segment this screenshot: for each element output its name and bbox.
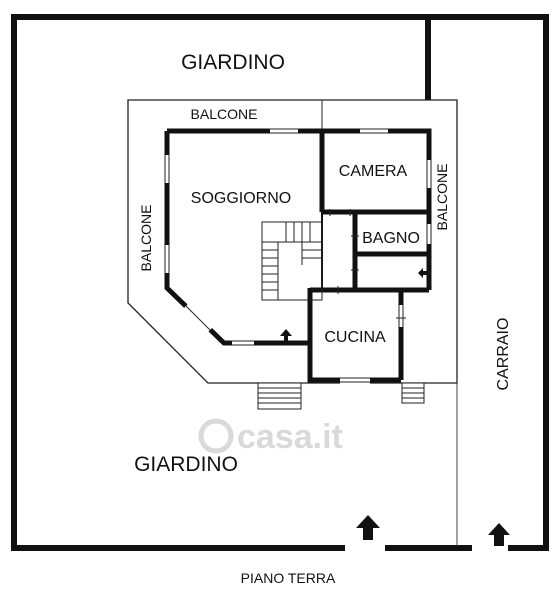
front-steps bbox=[257, 382, 302, 410]
label-garden-bottom: GIARDINO bbox=[134, 453, 238, 476]
property-boundary bbox=[11, 14, 549, 551]
label-floor: PIANO TERRA bbox=[241, 570, 336, 586]
door-ticks bbox=[329, 209, 406, 319]
label-garden-top: GIARDINO bbox=[181, 51, 285, 74]
label-bedroom: CAMERA bbox=[339, 163, 408, 180]
label-kitchen: CUCINA bbox=[324, 329, 386, 346]
windows bbox=[163, 127, 433, 384]
label-living-room: SOGGIORNO bbox=[191, 190, 291, 207]
label-balcony-top: BALCONE bbox=[191, 106, 258, 122]
internal-staircase bbox=[261, 221, 323, 301]
label-balcony-right: BALCONE bbox=[434, 164, 450, 231]
watermark-text: casa.it bbox=[237, 418, 343, 456]
label-bathroom: BAGNO bbox=[362, 230, 420, 247]
house-walls bbox=[164, 128, 432, 383]
side-steps bbox=[401, 382, 425, 404]
side-entrance-arrow-icon bbox=[418, 268, 428, 278]
label-driveway: CARRAIO bbox=[495, 318, 512, 391]
watermark: casa.it bbox=[198, 418, 343, 456]
balcony-outline bbox=[127, 99, 458, 384]
gate-arrow-icon bbox=[356, 515, 380, 540]
driveway-arrow-icon bbox=[488, 523, 510, 546]
entrance-arrow-icon bbox=[280, 329, 292, 342]
label-balcony-left: BALCONE bbox=[138, 205, 154, 272]
